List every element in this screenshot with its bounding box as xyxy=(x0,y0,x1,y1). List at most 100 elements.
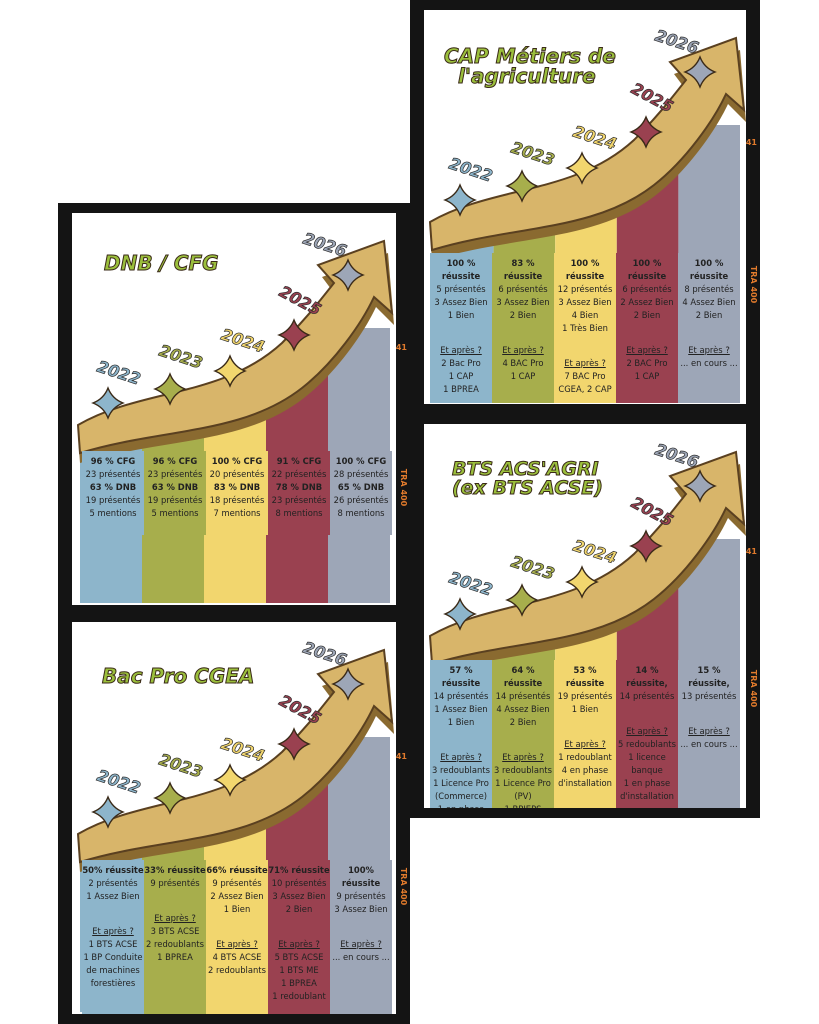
after-label: Et après ? xyxy=(564,739,606,750)
result-line: 33% réussite xyxy=(144,865,206,875)
after-line: ... en cours ... xyxy=(332,952,390,963)
year-label: 2023 xyxy=(157,341,205,373)
panel-title: CAP Métiers de l'agriculture xyxy=(444,46,617,88)
result-line: 6 présentés xyxy=(498,284,548,295)
star-icon xyxy=(213,354,247,388)
panel-title: DNB / CFG xyxy=(104,253,220,274)
year-label: 2024 xyxy=(219,325,267,357)
after-label: Et après ? xyxy=(440,752,482,763)
result-line: 1 Très Bien xyxy=(562,323,608,334)
result-line: 23 présentés xyxy=(147,469,203,480)
after-line: 3 redoublants xyxy=(432,765,490,776)
after-line: 1 CAP xyxy=(448,371,474,382)
result-line: 100 % réussite xyxy=(441,258,481,282)
result-line: 64 % réussite xyxy=(503,665,543,689)
result-line: 57 % réussite xyxy=(441,665,481,689)
result-line: 8 présentés xyxy=(684,284,734,295)
year-label: 2022 xyxy=(447,568,495,600)
result-line: 53 % réussite xyxy=(565,665,605,689)
after-line: 1 Licence Pro xyxy=(495,778,551,789)
year-label: 2025 xyxy=(276,691,324,729)
result-line: 96 % CFG xyxy=(90,456,136,466)
result-line: 100 % CFG xyxy=(211,456,263,466)
year-label: 2024 xyxy=(571,536,619,568)
after-line: (PV) xyxy=(514,791,532,802)
after-label: Et après ? xyxy=(626,726,668,737)
result-line: 96 % CFG xyxy=(152,456,198,466)
after-line: 1 en phase xyxy=(430,803,492,808)
result-line: 4 Assez Bien xyxy=(682,297,736,308)
title-line-2: l'agriculture xyxy=(458,64,597,88)
after-line: 2 redoublants xyxy=(208,965,266,976)
year-label: 2024 xyxy=(571,122,619,154)
result-line: 10 présentés xyxy=(271,878,327,889)
star-icon xyxy=(277,318,311,352)
result-line: 23 présentés xyxy=(85,469,141,480)
result-line: 23 présentés xyxy=(271,495,327,506)
film-brand-label: TRA 400 xyxy=(748,669,758,708)
after-line: forestières xyxy=(90,978,136,989)
after-line: (Commerce) xyxy=(435,791,487,802)
arrow-shape xyxy=(76,239,394,455)
result-line: 1 Bien xyxy=(571,704,599,715)
result-line: 14 % réussite, xyxy=(626,665,668,689)
after-line: 1 BPJEPS xyxy=(492,803,554,808)
result-line: 14 présentés xyxy=(619,691,675,702)
result-line: 2 Bien xyxy=(509,310,537,321)
result-line: 2 Assez Bien xyxy=(620,297,674,308)
year-label: 2025 xyxy=(276,282,324,320)
star-icon xyxy=(213,763,247,797)
star-icon xyxy=(505,169,539,203)
after-line: 1 CAP xyxy=(634,371,660,382)
after-line: 1 Licence Pro xyxy=(433,778,489,789)
after-line: 2 redoublants xyxy=(146,939,204,950)
after-label: Et après ? xyxy=(626,345,668,356)
year-label: 2023 xyxy=(509,138,557,170)
after-label: Et après ? xyxy=(278,939,320,950)
after-line: de machines xyxy=(86,965,140,976)
after-line: 1 BPREA xyxy=(443,384,479,395)
result-line: 2 Assez Bien xyxy=(210,891,264,902)
result-line: 13 présentés xyxy=(681,691,737,702)
star-icon xyxy=(153,781,187,815)
after-label: Et après ? xyxy=(154,913,196,924)
film-number-label: 41 xyxy=(395,752,407,761)
after-line: 1 BTS ACSE xyxy=(88,939,138,950)
after-label: Et après ? xyxy=(688,726,730,737)
year-label: 2026 xyxy=(653,440,701,472)
film-number-label: 41 xyxy=(395,343,407,352)
after-label: Et après ? xyxy=(502,345,544,356)
panel-title: Bac Pro CGEA xyxy=(101,666,254,687)
title-line-2: (ex BTS ACSE) xyxy=(452,477,604,499)
year-label: 2023 xyxy=(157,750,205,782)
result-line: 9 présentés xyxy=(212,878,262,889)
arrow-shape xyxy=(428,36,746,252)
after-line: 5 redoublants xyxy=(618,739,676,750)
result-line: 15 % réussite, xyxy=(688,665,730,689)
after-label: Et après ? xyxy=(340,939,382,950)
result-line: 20 présentés xyxy=(209,469,265,480)
result-line: 100 % réussite xyxy=(565,258,605,282)
result-line: 19 présentés xyxy=(557,691,613,702)
after-line: ... en cours ... xyxy=(680,358,738,369)
result-line: 71% réussite xyxy=(268,865,330,875)
after-line: 1 BPREA xyxy=(281,978,317,989)
star-icon xyxy=(443,183,477,217)
